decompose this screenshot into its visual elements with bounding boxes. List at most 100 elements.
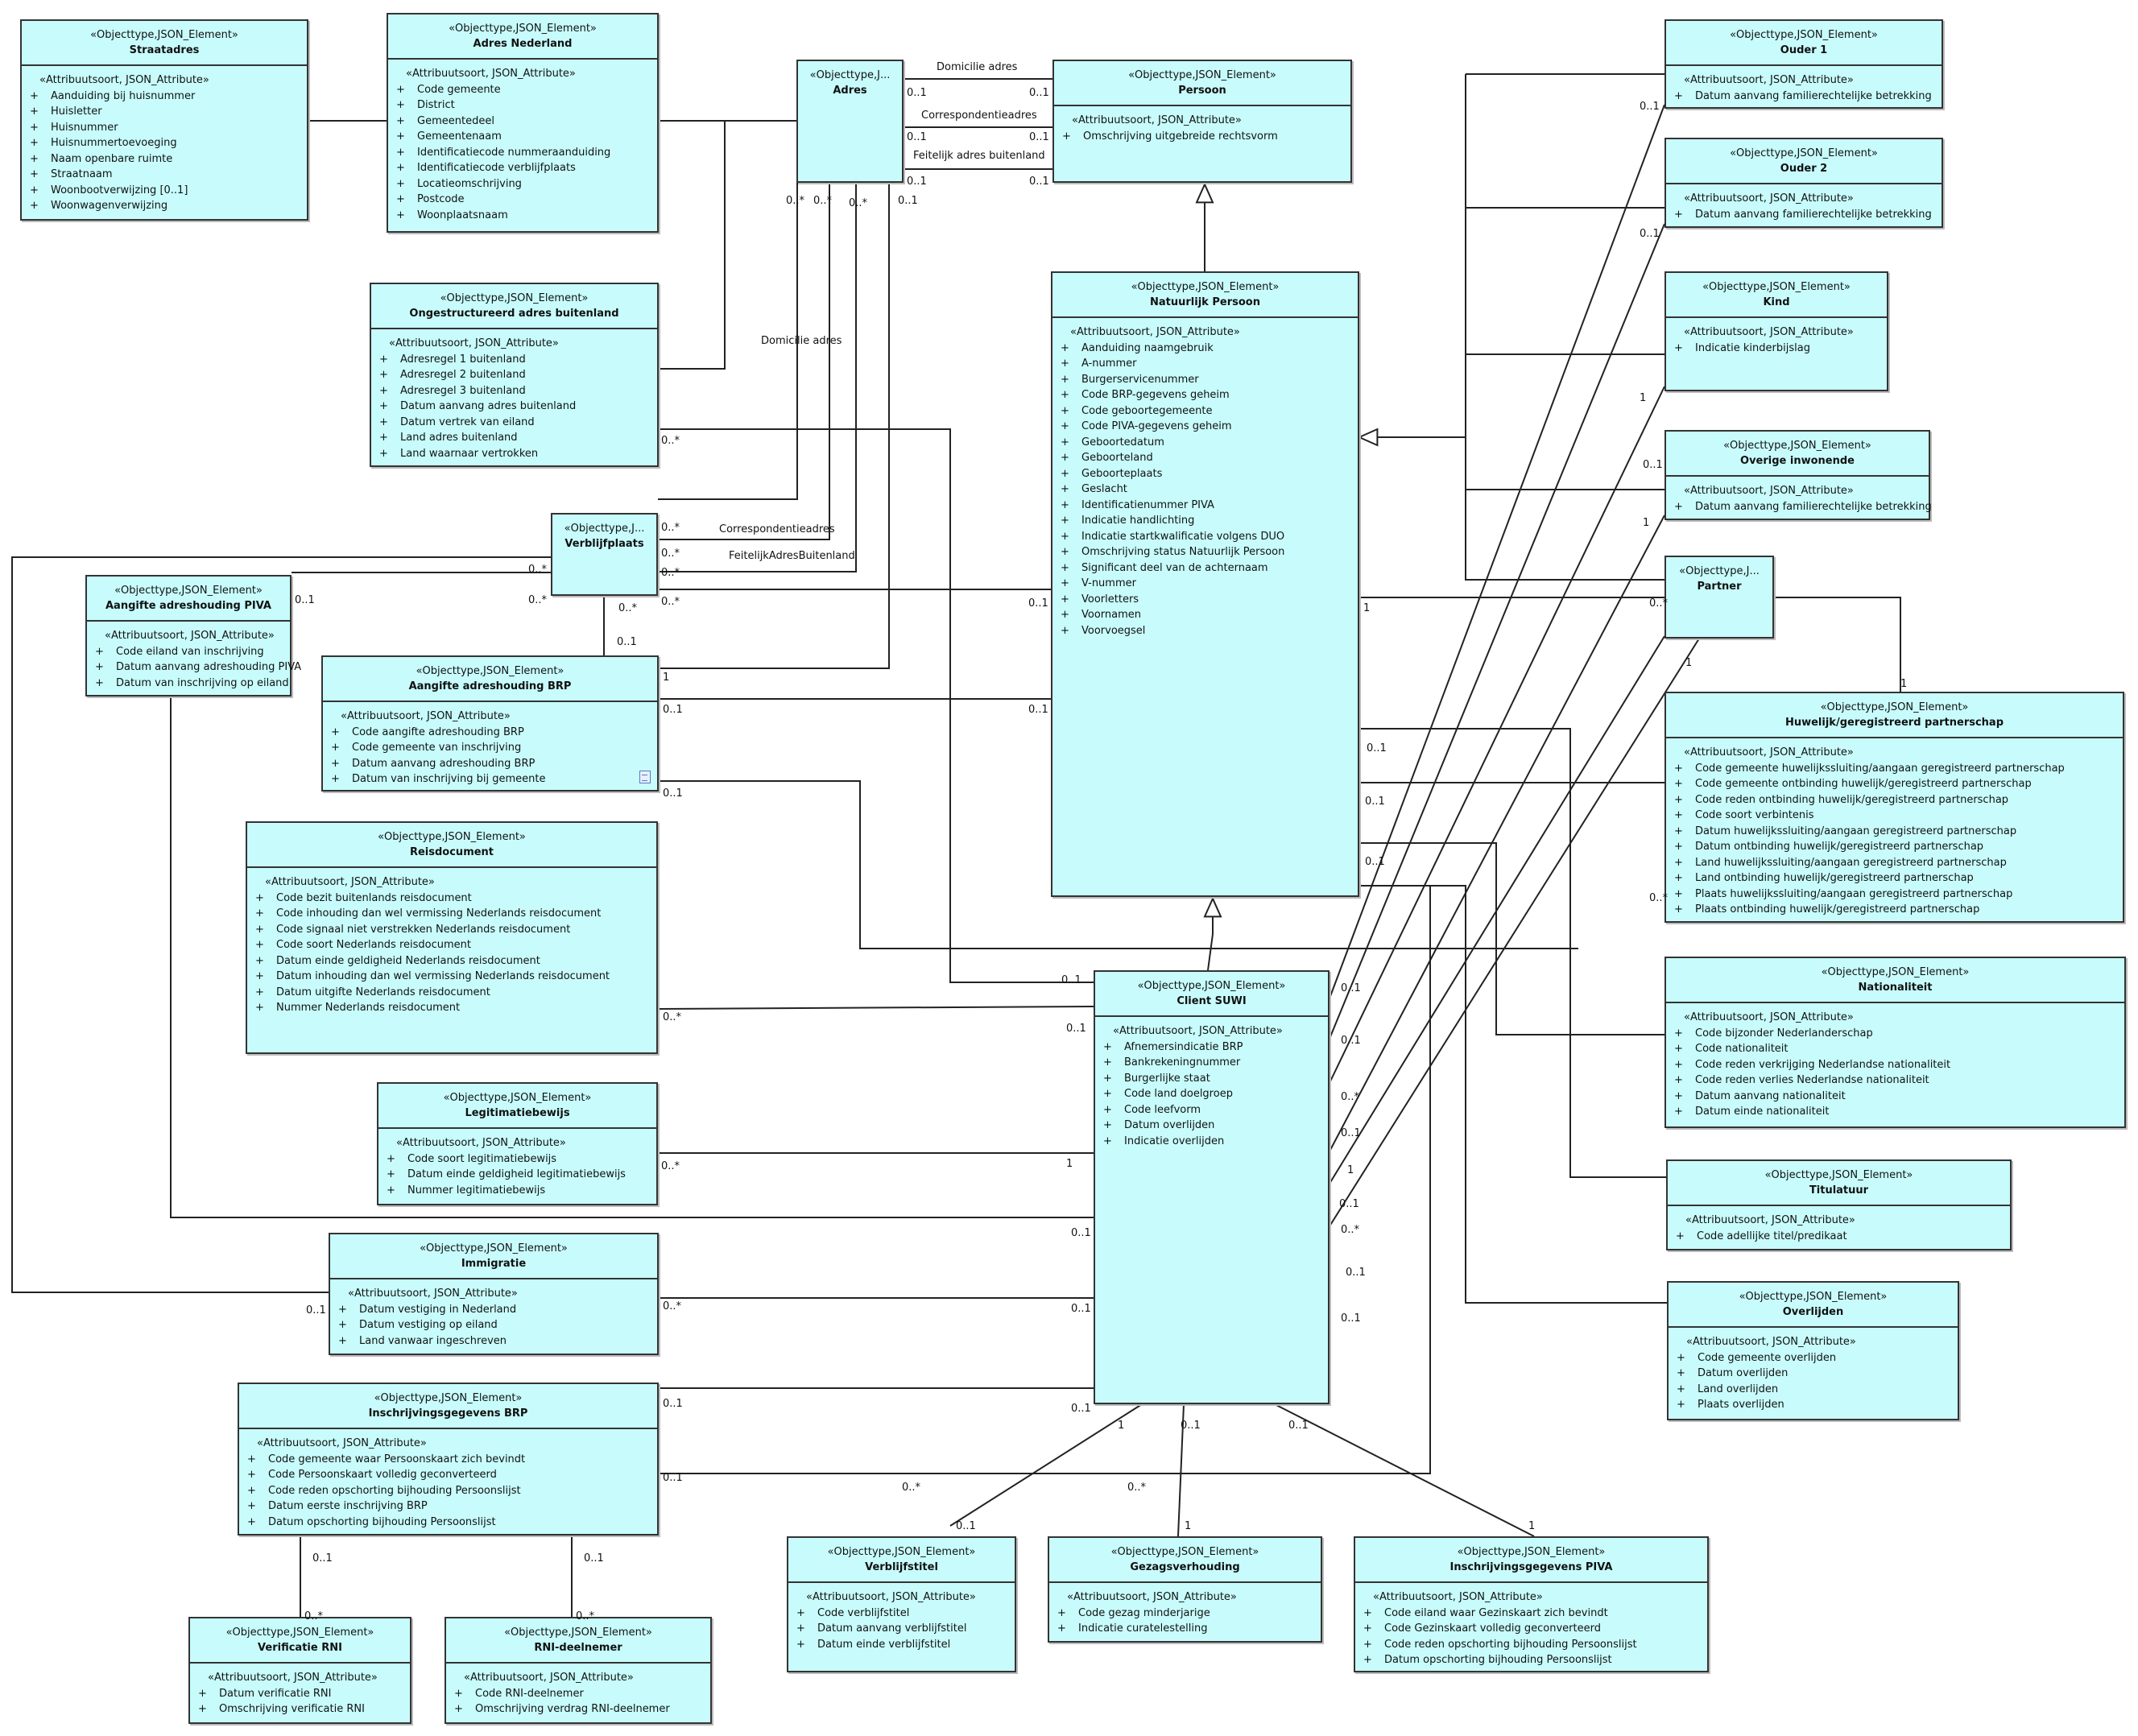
attribute-row[interactable]: +Adresregel 1 buitenland	[376, 352, 652, 368]
attribute-row[interactable]: +Datum einde geldigheid legitimatiebewij…	[383, 1167, 651, 1183]
attribute-row[interactable]: +Code geboortegemeente	[1057, 403, 1353, 420]
attribute-row[interactable]: +Code bijzonder Nederlanderschap	[1671, 1026, 2119, 1042]
association-line[interactable]	[658, 183, 798, 500]
attribute-row[interactable]: +Huisletter	[27, 104, 302, 120]
class-overige-inwonende[interactable]: «Objecttype,JSON_Element»Overige inwonen…	[1664, 430, 1932, 520]
class-natuurlijk-persoon[interactable]: «Objecttype,JSON_Element»Natuurlijk Pers…	[1051, 271, 1359, 897]
attribute-row[interactable]: +V-nummer	[1057, 576, 1353, 592]
class-immigratie[interactable]: «Objecttype,JSON_Element»Immigratie«Attr…	[329, 1233, 659, 1355]
class-ongestructureerd-adres-buitenland[interactable]: «Objecttype,JSON_Element»Ongestructureer…	[370, 283, 659, 467]
association-line-diagonal[interactable]	[1329, 386, 1665, 1084]
attribute-row[interactable]: +Geboortedatum	[1057, 435, 1353, 451]
class-kind[interactable]: «Objecttype,JSON_Element»Kind«Attribuuts…	[1664, 271, 1888, 391]
attribute-row[interactable]: +Datum inhouding dan wel vermissing Nede…	[252, 969, 651, 985]
association-line[interactable]	[170, 696, 1094, 1218]
class-verblijfplaats[interactable]: «Objecttype,J...Verblijfplaats	[551, 513, 658, 596]
attribute-row[interactable]: +Adresregel 2 buitenland	[376, 367, 652, 383]
attribute-row[interactable]: +Indicatie curatelestelling	[1054, 1621, 1316, 1637]
class-ouder-1[interactable]: «Objecttype,JSON_Element»Ouder 1«Attribu…	[1664, 19, 1943, 109]
attribute-row[interactable]: +Geboorteplaats	[1057, 466, 1353, 482]
attribute-row[interactable]: +Identificatiecode verblijfplaats	[393, 160, 652, 176]
attribute-row[interactable]: +Code reden opschorting bijhouding Perso…	[244, 1483, 652, 1499]
attribute-row[interactable]: +Code reden opschorting bijhouding Perso…	[1360, 1637, 1702, 1653]
attribute-row[interactable]: +Datum vertrek van eiland	[376, 415, 652, 431]
attribute-row[interactable]: +Datum uitgifte Nederlands reisdocument	[252, 985, 651, 1001]
association-line[interactable]	[1359, 842, 1664, 1035]
attribute-row[interactable]: +Code PIVA-gegevens geheim	[1057, 419, 1353, 435]
class-inschrijvingsgegevens-piva[interactable]: «Objecttype,JSON_Element»Inschrijvingsge…	[1354, 1536, 1709, 1672]
association-line[interactable]	[11, 556, 551, 1293]
association-line[interactable]	[1774, 597, 1901, 692]
attribute-row[interactable]: +Woonbootverwijzing [0..1]	[27, 183, 302, 199]
attribute-row[interactable]: +Code reden verkrijging Nederlandse nati…	[1671, 1057, 2119, 1073]
class-ouder-2[interactable]: «Objecttype,JSON_Element»Ouder 2«Attribu…	[1664, 138, 1943, 228]
class-aangifte-adreshouding-piva[interactable]: «Objecttype,JSON_Element»Aangifte adresh…	[85, 575, 301, 696]
class-gezagsverhouding[interactable]: «Objecttype,JSON_Element»Gezagsverhoudin…	[1048, 1536, 1322, 1643]
attribute-row[interactable]: +Burgerlijke staat	[1100, 1071, 1323, 1087]
attribute-row[interactable]: +Code gemeente waar Persoonskaart zich b…	[244, 1452, 652, 1468]
attribute-row[interactable]: +Indicatie handlichting	[1057, 513, 1353, 529]
attribute-row[interactable]: +Nummer legitimatiebewijs	[383, 1183, 651, 1199]
attribute-row[interactable]: +Datum aanvang nationaliteit	[1671, 1089, 2119, 1105]
class-nationaliteit[interactable]: «Objecttype,JSON_Element»Nationaliteit«A…	[1664, 957, 2126, 1128]
attribute-row[interactable]: +Datum opschorting bijhouding Persoonsli…	[1360, 1652, 1702, 1668]
attribute-row[interactable]: +Omschrijving uitgebreide rechtsvorm	[1059, 129, 1346, 145]
attribute-row[interactable]: +Code BRP-gegevens geheim	[1057, 387, 1353, 403]
class-huwelijk[interactable]: «Objecttype,JSON_Element»Huwelijk/geregi…	[1664, 692, 2124, 923]
attribute-row[interactable]: +Datum aanvang adreshouding PIVA	[92, 659, 301, 676]
association-line[interactable]	[659, 428, 1094, 983]
attribute-row[interactable]: +Naam openbare ruimte	[27, 151, 302, 167]
attribute-row[interactable]: +Code gemeente	[393, 82, 652, 98]
attribute-row[interactable]: +Code RNI-deelnemer	[451, 1686, 705, 1702]
association-line[interactable]	[658, 183, 857, 572]
class-inschrijvingsgegevens-brp[interactable]: «Objecttype,JSON_Element»Inschrijvingsge…	[238, 1383, 659, 1536]
association-line[interactable]	[1465, 74, 1664, 581]
attribute-row[interactable]: +Datum aanvang verblijfstitel	[793, 1621, 1010, 1637]
association-line[interactable]	[659, 886, 1431, 1474]
attribute-row[interactable]: +Datum overlijden	[1100, 1118, 1323, 1134]
attribute-row[interactable]: +Geslacht	[1057, 482, 1353, 498]
attribute-row[interactable]: +Omschrijving verificatie RNI	[195, 1701, 405, 1717]
attribute-row[interactable]: +Datum opschorting bijhouding Persoonsli…	[244, 1515, 652, 1531]
attribute-row[interactable]: +Woonplaatsnaam	[393, 208, 652, 224]
attribute-row[interactable]: +Plaats overlijden	[1673, 1397, 1953, 1413]
attribute-row[interactable]: +Code Gezinskaart volledig geconverteerd	[1360, 1621, 1702, 1637]
attribute-row[interactable]: +Code adellijke titel/predikaat	[1673, 1229, 2005, 1245]
association-line[interactable]	[949, 1403, 1143, 1527]
attribute-row[interactable]: +Land ontbinding huwelijk/geregistreerd …	[1671, 870, 2118, 887]
attribute-row[interactable]: +Adresregel 3 buitenland	[376, 383, 652, 399]
attribute-row[interactable]: +District	[393, 97, 652, 114]
attribute-row[interactable]: +Code gemeente ontbinding huwelijk/gereg…	[1671, 776, 2118, 792]
attribute-row[interactable]: +Code bezit buitenlands reisdocument	[252, 891, 651, 907]
class-aangifte-adreshouding-brp[interactable]: «Objecttype,JSON_Element»Aangifte adresh…	[321, 655, 659, 792]
class-partner[interactable]: «Objecttype,J...Partner	[1664, 556, 1774, 639]
association-line[interactable]	[1359, 885, 1667, 1304]
attribute-row[interactable]: +Voornamen	[1057, 607, 1353, 623]
attribute-row[interactable]: +Code soort Nederlands reisdocument	[252, 937, 651, 953]
attribute-row[interactable]: +Datum van inschrijving op eiland	[92, 676, 289, 692]
attribute-row[interactable]: +Huisnummer	[27, 120, 302, 136]
attribute-row[interactable]: +Plaats huwelijkssluiting/aangaan geregi…	[1671, 887, 2118, 903]
attribute-row[interactable]: +Code aangifte adreshouding BRP	[328, 725, 652, 741]
class-persoon[interactable]: «Objecttype,JSON_Element»Persoon«Attribu…	[1052, 60, 1352, 183]
class-titulatuur[interactable]: «Objecttype,JSON_Element»Titulatuur«Attr…	[1666, 1159, 2012, 1250]
attribute-row[interactable]: +Code inhouding dan wel vermissing Neder…	[252, 906, 651, 922]
attribute-row[interactable]: +Code soort legitimatiebewijs	[383, 1151, 651, 1168]
attribute-row[interactable]: +Code reden ontbinding huwelijk/geregist…	[1671, 792, 2118, 808]
attribute-row[interactable]: +Aanduiding bij huisnummer	[27, 89, 302, 105]
attribute-row[interactable]: +Afnemersindicatie BRP	[1100, 1040, 1323, 1056]
attribute-row[interactable]: +Code soort verbintenis	[1671, 808, 2118, 824]
generalization-line[interactable]	[659, 120, 796, 370]
attribute-row[interactable]: +A-nummer	[1057, 356, 1353, 372]
attribute-row[interactable]: +Code land doelgroep	[1100, 1086, 1323, 1102]
attribute-row[interactable]: +Voorvoegsel	[1057, 623, 1353, 639]
attribute-row[interactable]: +Identificatienummer PIVA	[1057, 498, 1353, 514]
association-line[interactable]	[1177, 1403, 1185, 1537]
attribute-row[interactable]: +Straatnaam	[27, 167, 302, 183]
association-line-diagonal[interactable]	[1329, 104, 1665, 999]
class-straatadres[interactable]: «Objecttype,JSON_Element»Straatadres«Att…	[20, 19, 308, 221]
attribute-row[interactable]: +Code gemeente van inschrijving	[328, 740, 652, 756]
attribute-row[interactable]: +Indicatie kinderbijslag	[1671, 341, 1882, 357]
attribute-row[interactable]: +Code Persoonskaart volledig geconvertee…	[244, 1467, 652, 1483]
attribute-row[interactable]: +Land adres buitenland	[376, 430, 652, 446]
